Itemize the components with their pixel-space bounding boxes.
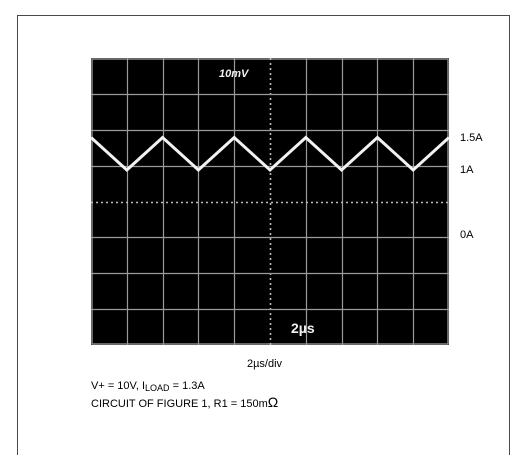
load-subscript: LOAD	[145, 383, 170, 393]
conditions-line: V+ = 10V, ILOAD = 1.3A	[91, 380, 205, 393]
y-tick-label: 0A	[460, 229, 474, 241]
circuit-text: CIRCUIT OF FIGURE 1, R1 = 150m	[91, 398, 268, 410]
figure-frame	[17, 15, 510, 455]
scope-plot: 10mV 2µs	[91, 58, 449, 345]
oscilloscope-screen: 10mV 2µs	[91, 58, 449, 345]
circuit-line: CIRCUIT OF FIGURE 1, R1 = 150mΩ	[91, 394, 279, 410]
load-value: = 1.3A	[169, 380, 205, 392]
y-tick-label: 1A	[460, 164, 474, 176]
scope-top-label: 10mV	[219, 68, 250, 80]
timebase-label: 2µs/div	[246, 358, 283, 370]
scope-grid	[91, 58, 449, 345]
ohm-symbol: Ω	[267, 394, 279, 410]
conditions-text: V+ = 10V, I	[91, 380, 146, 392]
y-tick-label: 1.5A	[460, 131, 483, 144]
current-trace	[91, 135, 449, 173]
scope-border	[91, 58, 449, 345]
scope-bottom-label: 2µs	[291, 320, 315, 336]
